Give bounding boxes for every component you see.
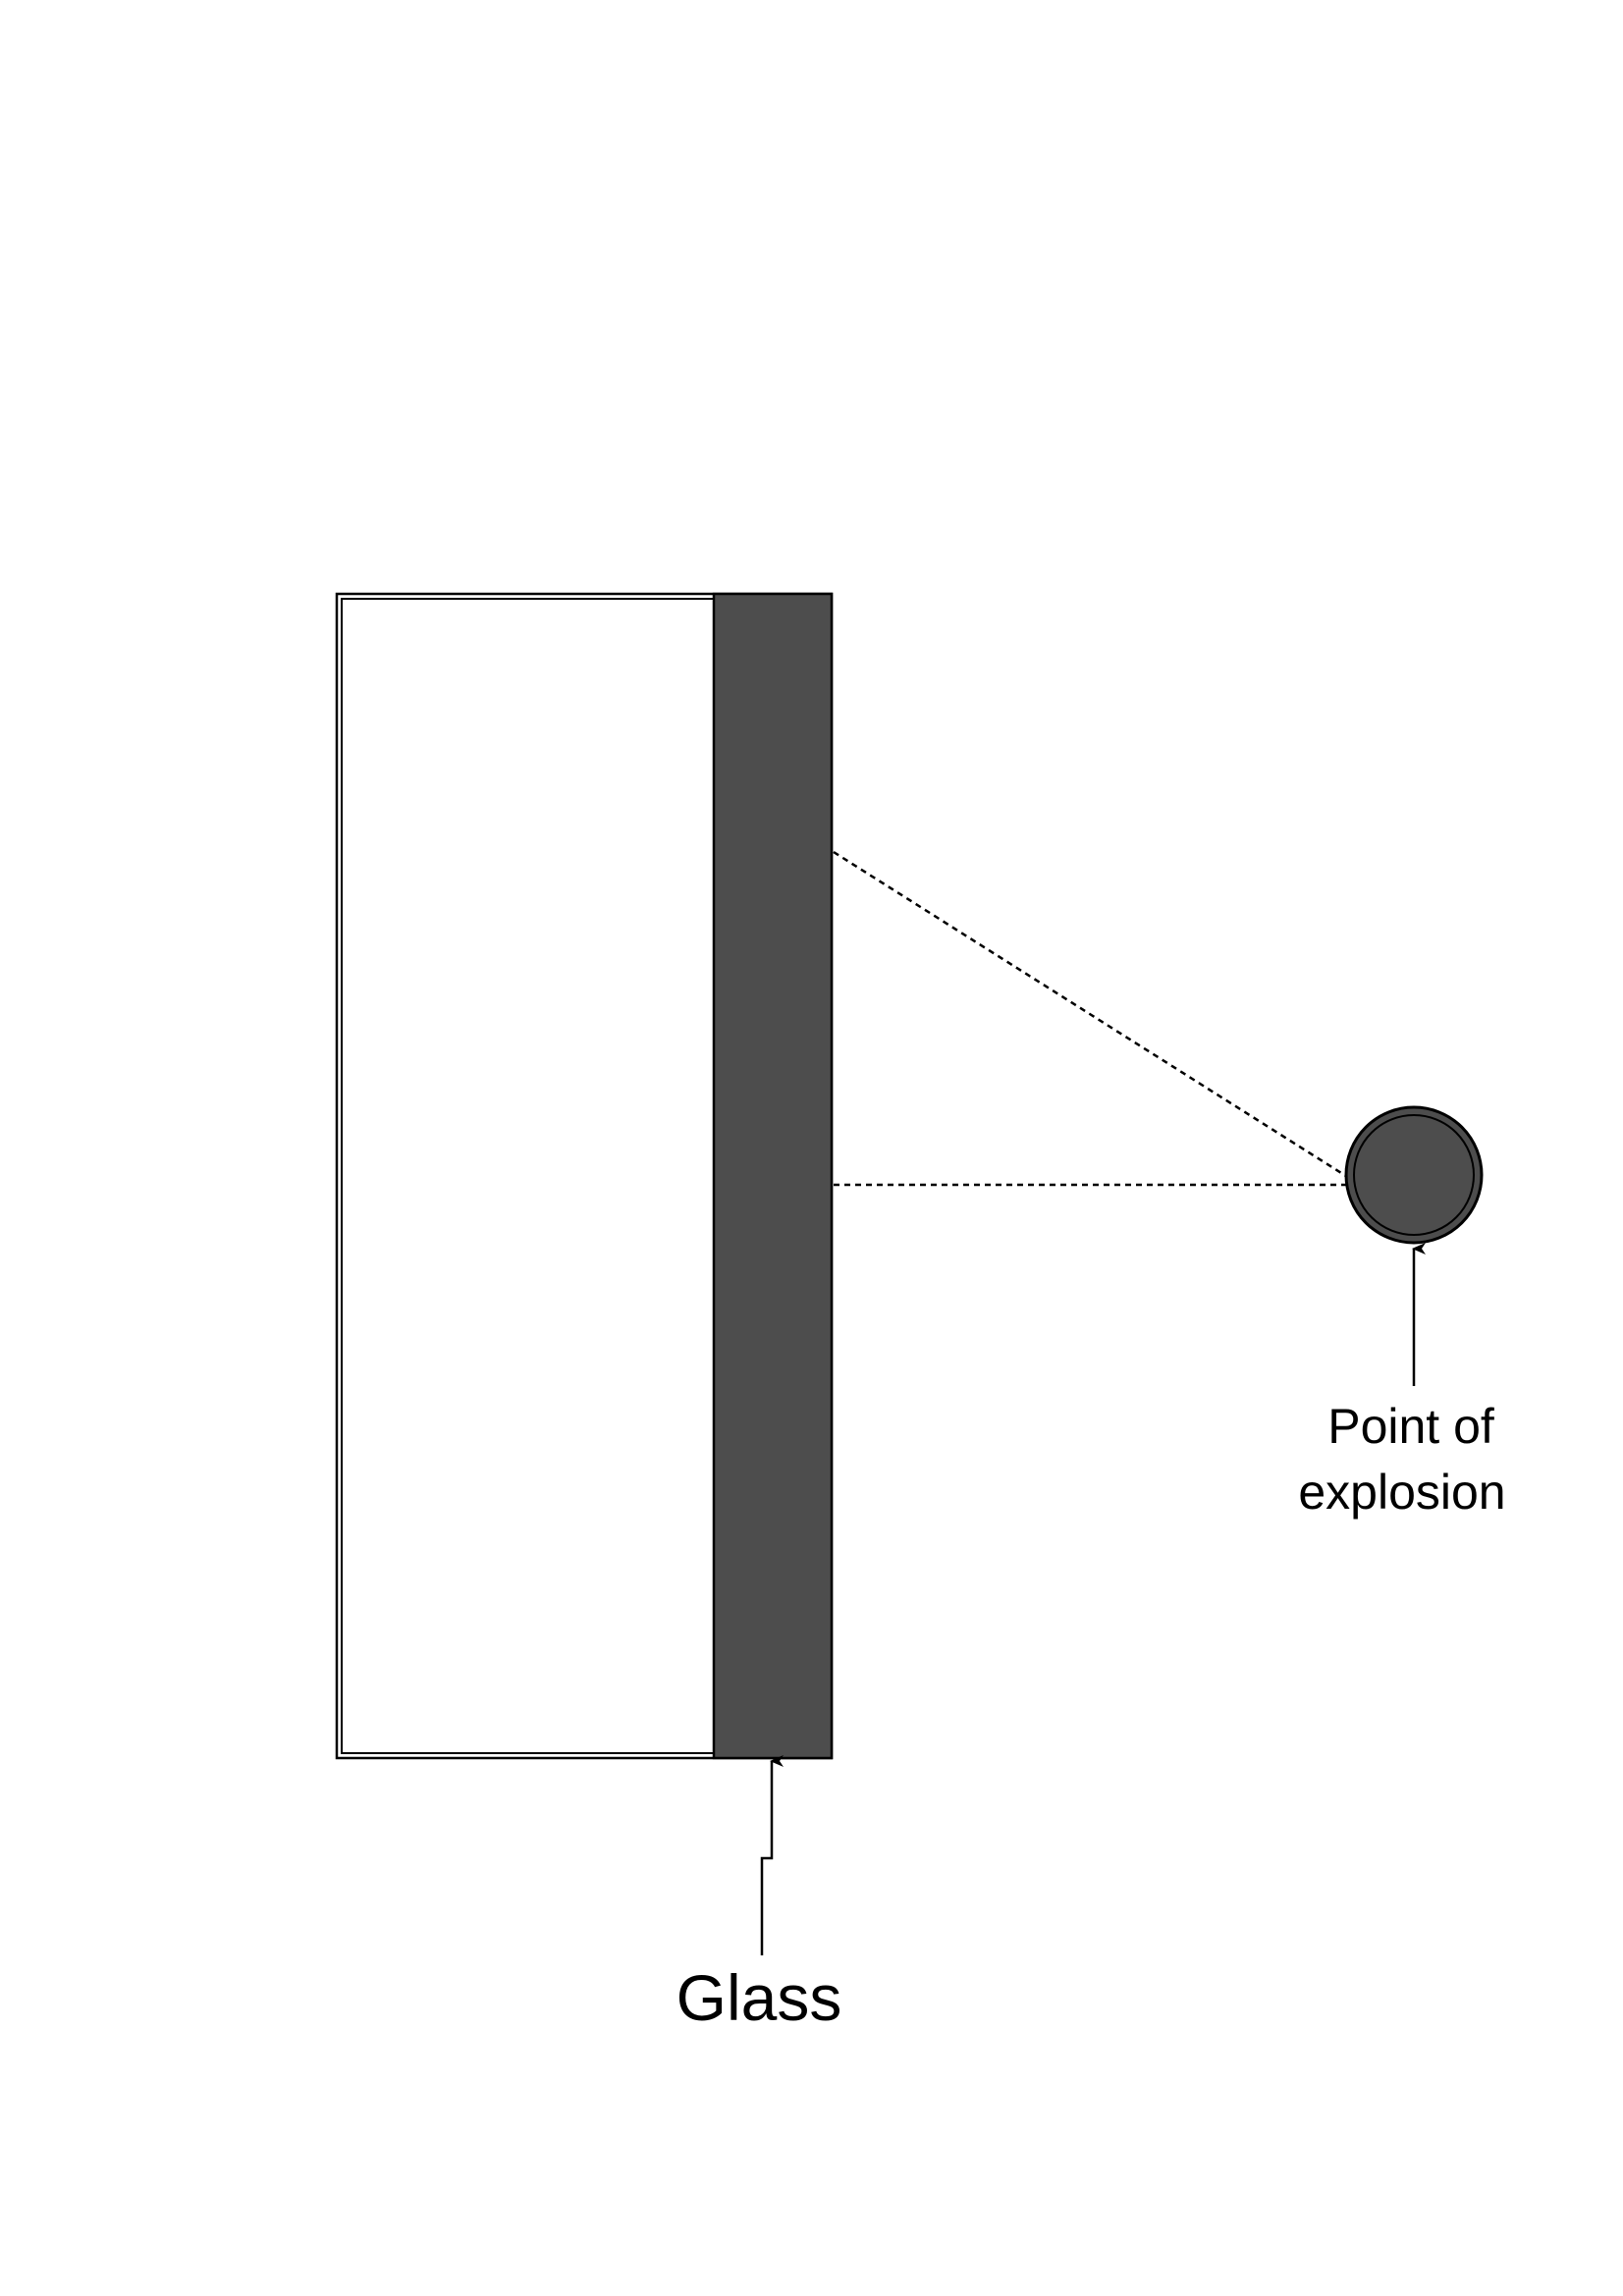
glass-label: Glass — [676, 1961, 842, 2034]
glass-pane — [712, 592, 834, 1760]
explosion-label-line1: Point of — [1327, 1399, 1494, 1454]
explosion-label-line2: explosion — [1298, 1465, 1505, 1520]
glass-arrow — [760, 1755, 784, 1955]
blast-line-diagonal — [833, 850, 1350, 1180]
explosion-point-icon — [1344, 1105, 1484, 1245]
